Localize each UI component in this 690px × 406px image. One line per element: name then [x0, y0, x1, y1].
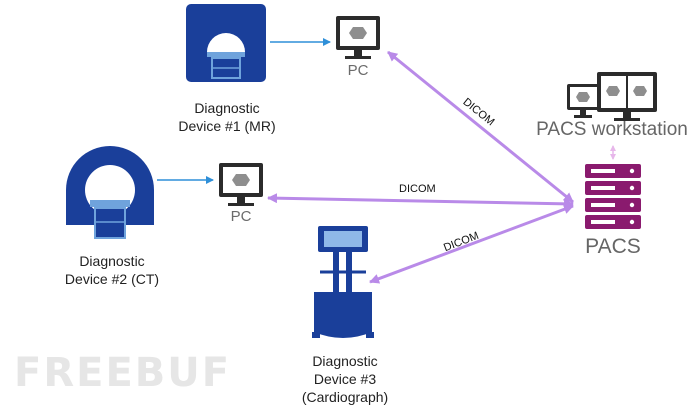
- dicom-middle-label: DICOM: [399, 183, 436, 195]
- pc-top-label: PC: [347, 62, 369, 79]
- ct-device-label-line1: Diagnostic: [79, 253, 145, 269]
- cardio-device-label: Diagnostic Device #3 (Cardiograph): [270, 352, 420, 406]
- cardio-device-label-line1: Diagnostic: [312, 353, 378, 369]
- pacs-workstation-label: PACS workstation: [536, 119, 688, 140]
- pc-middle-label: PC: [230, 208, 252, 225]
- pacs-server-icon: [585, 164, 641, 229]
- mr-device-icon: [186, 4, 266, 82]
- pc-middle-icon: [219, 163, 263, 206]
- freebuf-watermark: FREEBUF: [14, 350, 232, 396]
- pc-top-icon: [336, 16, 380, 59]
- mr-device-label-line1: Diagnostic: [194, 100, 260, 116]
- mr-device-label: Diagnostic Device #1 (MR): [172, 99, 282, 135]
- dicom-bottom-arrow: [369, 204, 574, 284]
- dicom-middle-arrow: [267, 193, 574, 209]
- pacs-workstation-icon: [567, 72, 657, 121]
- pacs-label: PACS: [585, 235, 641, 258]
- cardiograph-icon: [312, 226, 374, 338]
- mr-device-label-line2: Device #1 (MR): [178, 118, 276, 134]
- ct-device-label: Diagnostic Device #2 (CT): [52, 252, 172, 288]
- cardio-device-label-line2: Device #3 (Cardiograph): [301, 371, 389, 405]
- dicom-top-arrow: [387, 50, 574, 204]
- ct-device-icon: [66, 146, 154, 239]
- ct-device-label-line2: Device #2 (CT): [64, 271, 160, 287]
